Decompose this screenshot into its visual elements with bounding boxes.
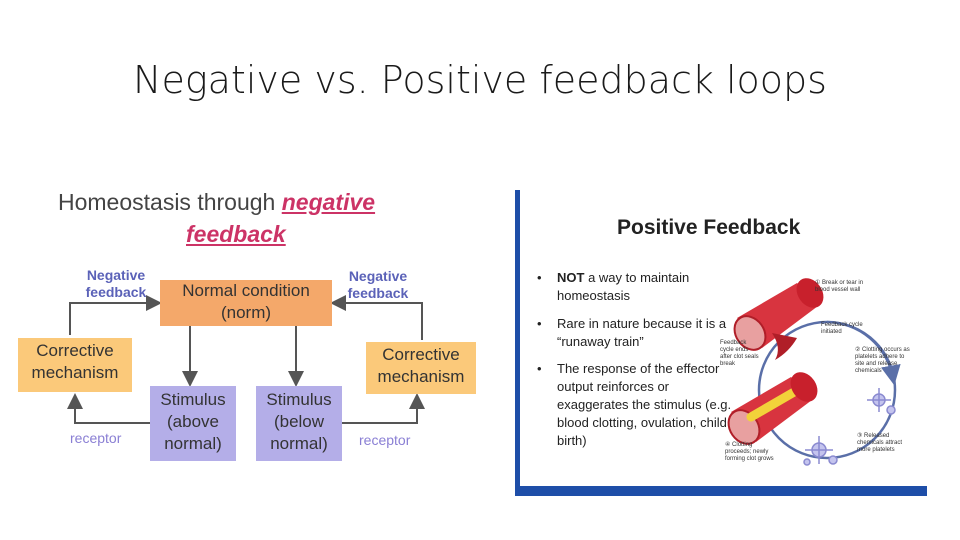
platelet-cluster-1	[867, 388, 896, 415]
positive-feedback-panel: Positive Feedback • NOT a way to maintai…	[515, 190, 927, 498]
step4-label: ④ Clotting proceeds; newly forming clot …	[725, 442, 774, 462]
step1-label: ① Break or tear in blood vessel wall	[815, 280, 864, 293]
blood-clotting-cycle-illustration	[727, 278, 901, 466]
step2-label: ② Clotting occurs as platelets adhere to…	[855, 347, 910, 374]
blood-vessel-clotted	[727, 372, 818, 445]
bullet-2: • Rare in nature because it is a “runawa…	[537, 316, 727, 349]
negative-diagram-title: Homeostasis through negative	[58, 189, 376, 215]
feedback-ends-label: Feedback cycle ends after clot seals bre…	[720, 340, 759, 367]
normal-condition-box: Normal condition (norm)	[160, 280, 332, 326]
negative-feedback-diagram: Homeostasis through negative feedback No…	[10, 185, 490, 475]
negative-diagram-title-line2: feedback	[186, 221, 286, 247]
feedback-initiated-label: Feedback cycle initiated	[821, 322, 863, 335]
arrow-connectors	[67, 295, 425, 424]
slide-title: Negative vs. Positive feedback loops	[133, 58, 827, 102]
bullet-1: • NOT a way to maintain homeostasis	[537, 270, 690, 303]
bullet-3: • The response of the effector output re…	[537, 361, 732, 448]
receptor-label-left: receptor	[70, 430, 122, 446]
panel-frame-bottom	[515, 486, 927, 496]
step3-label: ③ Released chemicals attract more platel…	[857, 433, 903, 453]
receptor-label-right: receptor	[359, 432, 411, 448]
panel-frame-left	[515, 190, 520, 486]
platelet-cluster-2	[803, 436, 838, 466]
positive-feedback-title: Positive Feedback	[617, 216, 801, 239]
blood-vessel-torn	[733, 278, 824, 360]
